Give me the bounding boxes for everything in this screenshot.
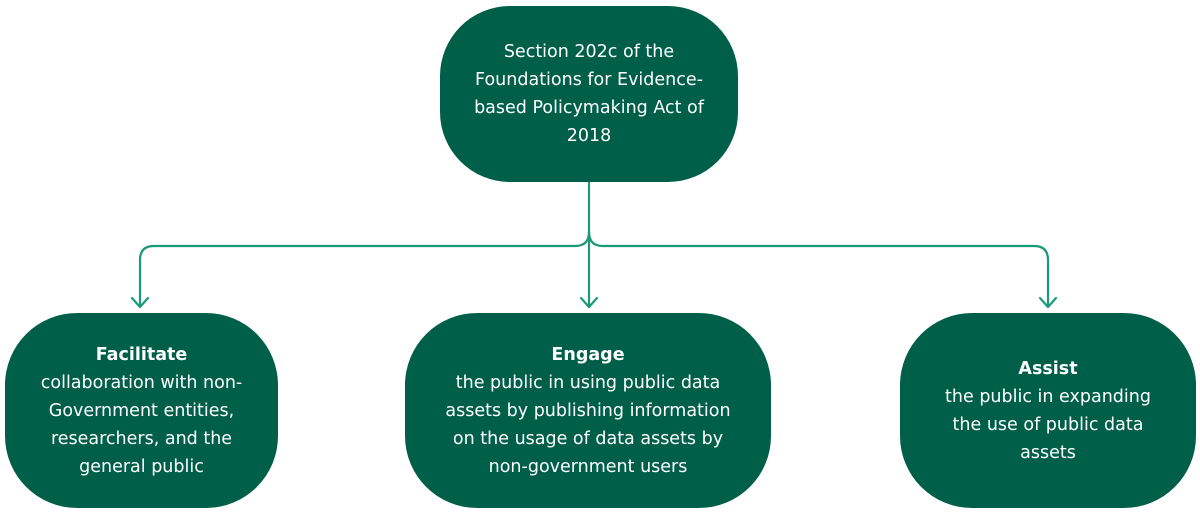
child-node-text: the public in using public data assets b… [445, 372, 731, 477]
child-node-text: collaboration with non-Government entiti… [40, 372, 243, 477]
child-node-engage: Engage the public in using public data a… [405, 313, 771, 508]
root-node-text: Section 202c of the Foundations for Evid… [474, 42, 704, 146]
child-node-title: Facilitate [95, 344, 188, 365]
child-node-assist: Assist the public in expanding the use o… [900, 313, 1196, 508]
child-node-title: Engage [551, 344, 625, 365]
root-node: Section 202c of the Foundations for Evid… [440, 6, 738, 182]
child-node-title: Assist [1018, 358, 1078, 379]
connector-right [587, 230, 1050, 308]
connector-left [138, 230, 591, 308]
arrowhead-left [130, 296, 150, 309]
child-node-text: the public in expanding the use of publi… [945, 386, 1151, 463]
arrowhead-right [1038, 296, 1058, 309]
arrowhead-center [579, 296, 599, 309]
child-node-facilitate: Facilitate collaboration with non-Govern… [5, 313, 278, 508]
